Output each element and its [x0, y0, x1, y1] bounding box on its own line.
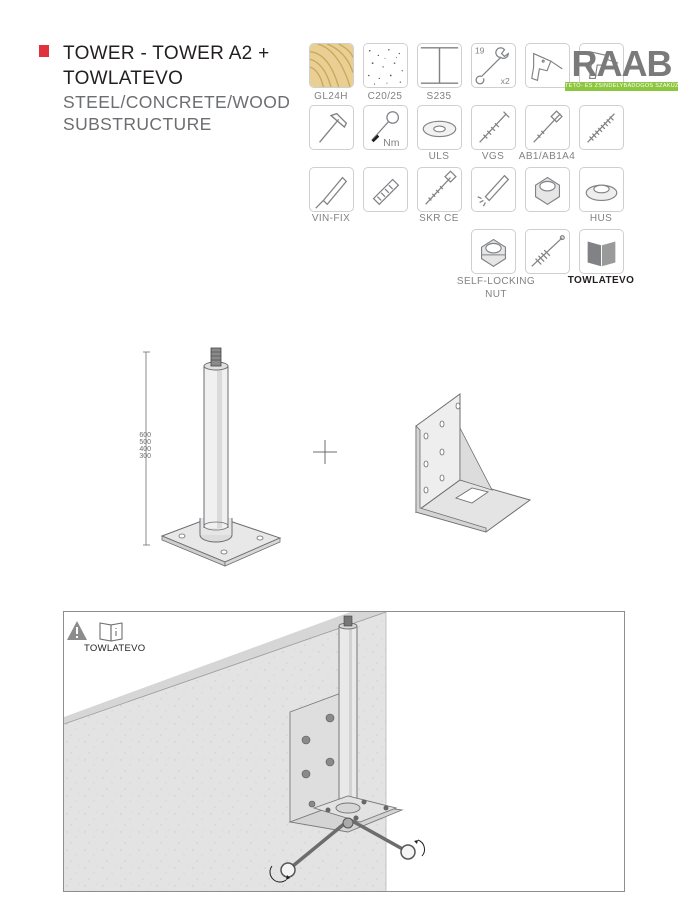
- page-subtitle-line-2: SUBSTRUCTURE: [63, 114, 212, 134]
- wrench-size-text: 19: [475, 46, 485, 56]
- steel-beam-icon: [417, 43, 462, 88]
- washer-icon: [417, 105, 462, 150]
- page-subtitle-line-1: STEEL/CONCRETE/WOOD: [63, 92, 291, 112]
- logo-strip: TETŐ- ÉS ZSINDELYBÁDOGOS SZAKÜZLET: [565, 82, 678, 91]
- threaded-rod-icon: [579, 105, 624, 150]
- title-block: TOWER - TOWER A2 + TOWLATEVO STEEL/CONCR…: [63, 41, 313, 135]
- wrench-count-text: x2: [501, 76, 510, 86]
- height-300: 300: [139, 453, 151, 460]
- cap-washer-icon: [579, 167, 624, 212]
- tile-label-hus: HUS: [589, 213, 613, 224]
- pencil-icon: [471, 167, 516, 212]
- scene-label-towlatevo: TOWLATEVO: [84, 643, 146, 654]
- wood-texture-icon: [309, 43, 354, 88]
- self-locking-label-line-1: SELF-LOCKING: [456, 276, 536, 287]
- tile-label-towlatevo: TOWLATEVO: [567, 275, 635, 286]
- self-locking-nut-icon: [471, 229, 516, 274]
- tile-label-c20-25: C20/25: [367, 91, 403, 102]
- height-labels: 600 500 400 300: [133, 432, 151, 460]
- hammer-icon: [309, 105, 354, 150]
- concrete-screw-icon: [417, 167, 462, 212]
- bolt-icon: [363, 167, 408, 212]
- manual-book-icon: [579, 229, 624, 274]
- installation-scene: TOWLATEVO: [63, 611, 625, 892]
- logo-text: RAAB: [571, 43, 673, 84]
- drill-icon: [525, 43, 570, 88]
- raab-logo: RAAB TETŐ- ÉS ZSINDELYBÁDOGOS SZAKÜZLET: [565, 44, 678, 92]
- tile-label-gl24h: GL24H: [314, 91, 348, 102]
- title-marker: [39, 45, 49, 57]
- tile-label-vin-fix: VIN-FIX: [311, 213, 351, 224]
- anchor-bolt-icon: [525, 105, 570, 150]
- wrench-icon: 19 x2: [471, 43, 516, 88]
- warning-icon: [67, 621, 87, 640]
- height-400: 400: [139, 446, 151, 453]
- height-500: 500: [139, 439, 151, 446]
- hammer-drill-icon: [579, 43, 624, 88]
- tile-label-skr-ce: SKR CE: [419, 213, 459, 224]
- torque-unit-text: Nm: [383, 137, 400, 149]
- page-title-line-2: TOWLATEVO: [63, 68, 184, 89]
- nut-icon: [525, 167, 570, 212]
- tile-label-self-locking-nut: SELF-LOCKING NUT: [456, 275, 536, 301]
- page-title-line-1: TOWER - TOWER A2 +: [63, 43, 270, 64]
- cleaning-brush-icon: [525, 229, 570, 274]
- height-600: 600: [139, 432, 151, 439]
- self-locking-label-line-2: NUT: [485, 289, 507, 300]
- tile-label-s235: S235: [426, 91, 452, 102]
- cartridge-icon: [309, 167, 354, 212]
- torque-icon: Nm: [363, 105, 408, 150]
- tile-label-vgs: VGS: [481, 151, 505, 162]
- tile-label-uls: ULS: [428, 151, 450, 162]
- product-drawing: [143, 347, 532, 567]
- manual-info-icon: [99, 622, 123, 642]
- concrete-texture-icon: [363, 43, 408, 88]
- tile-label-ab1: AB1/AB1A4: [518, 151, 576, 162]
- screw-icon: [471, 105, 516, 150]
